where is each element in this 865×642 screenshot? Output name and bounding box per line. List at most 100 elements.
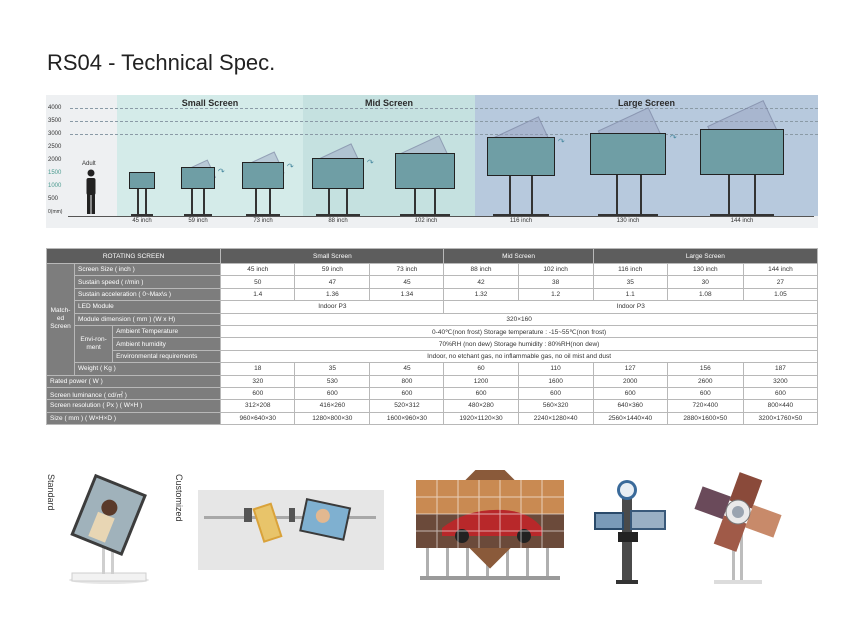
y-tick: 2000 — [48, 157, 62, 163]
cell: 59 inch — [294, 262, 371, 277]
cell: 520×312 — [369, 399, 445, 413]
cell: 47 — [294, 275, 371, 289]
cell: 156 — [666, 362, 744, 376]
cell: 187 — [742, 362, 819, 376]
cell: 1600×960×30 — [369, 411, 445, 426]
row-label: Screen resolution ( Px ) ( W×H ) — [45, 399, 222, 413]
table-row: Environmental requirements Indoor, no et… — [47, 349, 818, 364]
row-label: Ambient humidity — [112, 337, 222, 351]
stand-base — [184, 214, 212, 216]
row-label: Screen luminance ( cd/㎡ ) — [45, 386, 222, 401]
cell: 2560×1440×40 — [592, 411, 668, 426]
rotate-arrow-icon: ↷ — [287, 162, 294, 171]
y-tick: 1500 — [48, 170, 62, 176]
rotate-arrow-icon: ↷ — [367, 158, 374, 167]
row-label: Rated power ( W ) — [45, 374, 222, 388]
cell: 116 inch — [592, 262, 668, 277]
stand-pole — [728, 175, 730, 216]
row-label: Sustain acceleration ( 0~Max\s ) — [74, 287, 222, 302]
cell: 38 — [517, 275, 594, 289]
cell: Indoor P3 — [443, 300, 818, 314]
screen-130 — [590, 133, 666, 175]
row-label: Size ( mm ) ( W×H×D ) — [45, 411, 222, 426]
cell: 50 — [220, 275, 296, 289]
group-matched-screen: Match-ed Screen — [45, 263, 76, 376]
y-tick: 1000 — [48, 183, 62, 189]
table-row: Module dimension ( mm ) (W x H) 320×160 — [47, 312, 818, 326]
group-environment: Envi-ron-ment — [74, 324, 114, 364]
cell: 110 — [517, 362, 594, 376]
cell: 45 inch — [220, 262, 296, 277]
screen-102 — [395, 153, 455, 189]
size-label: 102 inch — [414, 218, 438, 224]
cell: 18 — [220, 362, 296, 376]
stand-base — [598, 214, 658, 216]
stand-pole — [640, 175, 642, 216]
cell: 1.34 — [369, 287, 445, 302]
table-row: Match-ed Screen Screen Size ( inch ) 45 … — [45, 262, 819, 376]
cell: 600 — [294, 386, 371, 401]
y-tick: 0(mm) — [48, 209, 63, 215]
size-label: 144 inch — [730, 218, 754, 224]
cell: 560×320 — [517, 399, 594, 413]
stand-pole — [269, 189, 271, 216]
cell: 530 — [294, 374, 371, 388]
cell: 640×360 — [592, 399, 668, 413]
cell: 1.2 — [517, 287, 594, 302]
screen-59 — [181, 167, 215, 189]
cell: 73 inch — [369, 262, 445, 277]
rotate-arrow-icon: ↷ — [670, 133, 677, 142]
size-label: 130 inch — [616, 218, 640, 224]
table-row: LED Module Indoor P3 Indoor P3 — [47, 300, 818, 314]
row-label: Ambient Temperature — [112, 324, 222, 339]
cell: 144 inch — [742, 262, 819, 277]
grid-line — [70, 108, 818, 109]
table-row: Envi-ron-ment Ambient Temperature 0-40℃(… — [47, 324, 818, 364]
cell: Indoor, no etchant gas, no inflammable g… — [220, 349, 818, 364]
y-axis: 4000 3500 3000 2500 2000 1500 1000 500 0… — [46, 95, 70, 228]
cell: 45 — [369, 362, 445, 376]
cell: 480×280 — [443, 399, 519, 413]
cell: 1.05 — [742, 287, 819, 302]
stand-pole — [346, 189, 348, 216]
rotate-arrow-icon: ↷ — [218, 167, 225, 176]
table-row: Size ( mm ) ( W×H×D ) 960×640×30 1280×80… — [45, 411, 819, 426]
cell: 35 — [294, 362, 371, 376]
size-label: 45 inch — [132, 218, 152, 224]
cell: 720×400 — [666, 399, 744, 413]
standard-label: Standard — [46, 474, 56, 511]
row-label: Screen Size ( inch ) — [74, 262, 222, 277]
cell: 1280×800×30 — [294, 411, 371, 426]
size-label: 88 inch — [328, 218, 348, 224]
rotate-arrow-icon: ↷ — [558, 137, 565, 146]
cell: 600 — [220, 386, 296, 401]
table-row: Ambient humidity 70%RH (non dew) Storage… — [47, 337, 818, 351]
y-tick: 3000 — [48, 131, 62, 137]
screen-144 — [700, 129, 784, 175]
cell: 1600 — [517, 374, 594, 388]
size-label: 59 inch — [188, 218, 208, 224]
header-mid-screen: Mid Screen — [443, 248, 594, 264]
cell: 600 — [592, 386, 668, 401]
grid-line — [70, 121, 818, 122]
cell: 320×160 — [220, 312, 818, 326]
cell: 1.08 — [666, 287, 744, 302]
cell: 1.36 — [294, 287, 371, 302]
spec-table: ROTATING SCREEN Small Screen Mid Screen … — [45, 248, 819, 426]
cell: 70%RH (non dew) Storage humidity : 80%RH… — [220, 337, 818, 351]
page-title: RS04 - Technical Spec. — [47, 50, 276, 75]
cell: 416×260 — [294, 399, 371, 413]
cell: 600 — [742, 386, 819, 401]
cell: 312×208 — [220, 399, 296, 413]
adult-label: Adult — [82, 161, 96, 167]
row-label: Environmental requirements — [112, 349, 222, 364]
table-header-row: ROTATING SCREEN Small Screen Mid Screen … — [45, 248, 819, 264]
cell: 2240×1280×40 — [517, 411, 594, 426]
standard-product-image — [69, 473, 149, 584]
customized-clock-tower-image — [594, 480, 666, 584]
row-label: Weight ( Kg ) — [74, 362, 222, 376]
stand-pole — [531, 176, 533, 216]
stand-pole — [616, 175, 618, 216]
adult-silhouette-icon — [86, 169, 96, 214]
cell: 0-40℃(non frost) Storage temperature : -… — [220, 324, 818, 339]
